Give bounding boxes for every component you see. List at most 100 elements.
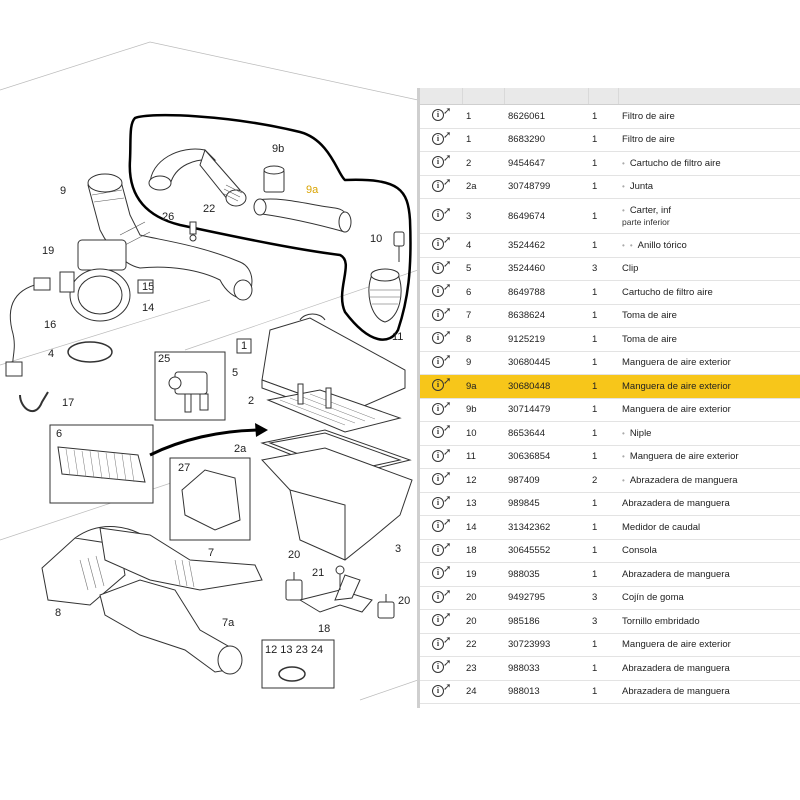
- info-arrow-icon[interactable]: i➚: [432, 611, 452, 628]
- info-arrow-icon[interactable]: i➚: [432, 153, 452, 170]
- info-arrow-icon[interactable]: i➚: [432, 541, 452, 558]
- row-description-text: Niple: [629, 427, 652, 439]
- indent-bullet: •: [629, 240, 633, 250]
- info-arrow-icon[interactable]: i➚: [432, 658, 452, 675]
- info-arrow-icon[interactable]: i➚: [432, 206, 452, 223]
- callout-27: 27: [178, 462, 190, 474]
- info-arrow-icon[interactable]: i➚: [432, 470, 452, 487]
- row-icon-cell: i➚: [420, 515, 462, 540]
- row-description-text: Abrazadera de manguera: [629, 474, 738, 486]
- row-qty: 3: [588, 257, 618, 281]
- row-qty: 1: [588, 562, 618, 587]
- info-arrow-icon[interactable]: i➚: [432, 376, 452, 393]
- info-arrow-icon[interactable]: i➚: [432, 635, 452, 652]
- row-qty: 1: [588, 633, 618, 657]
- callout-11: 11: [392, 331, 403, 343]
- callout-2: 2: [248, 395, 254, 407]
- hose-11: [368, 268, 402, 323]
- indent-bullet: •: [622, 428, 625, 438]
- callout-15: 15: [142, 281, 154, 293]
- callout-1: 1: [241, 340, 247, 352]
- row-ref: 20: [462, 586, 504, 610]
- flow-meter-14: [59, 239, 131, 322]
- info-arrow-icon[interactable]: i➚: [432, 494, 452, 511]
- info-arrow-icon[interactable]: i➚: [432, 423, 452, 440]
- info-arrow-icon[interactable]: i➚: [432, 282, 452, 299]
- info-arrow-icon[interactable]: i➚: [432, 400, 452, 417]
- row-icon-cell: i➚: [420, 257, 462, 281]
- info-arrow-icon[interactable]: i➚: [432, 353, 452, 370]
- callout-26: 26: [162, 211, 174, 223]
- clamp-ring-icon: [278, 666, 306, 682]
- row-description: Consola: [618, 539, 800, 563]
- info-arrow-icon[interactable]: i➚: [432, 177, 452, 194]
- callout-10: 10: [370, 233, 382, 245]
- info-arrow-icon[interactable]: i➚: [432, 517, 452, 534]
- callout-9a: 9a: [306, 184, 319, 196]
- row-part-number: 31342362: [504, 515, 588, 540]
- info-arrow-icon[interactable]: i➚: [432, 106, 452, 123]
- header-part: [504, 88, 589, 105]
- header-ref: [462, 88, 505, 105]
- row-description: Manguera de aire exterior: [618, 398, 800, 422]
- row-part-number: 9125219: [504, 327, 588, 352]
- row-ref: 9a: [462, 374, 504, 399]
- info-arrow-icon[interactable]: i➚: [432, 447, 452, 464]
- row-ref: 13: [462, 492, 504, 516]
- info-arrow-icon[interactable]: i➚: [432, 329, 452, 346]
- row-description: •Manguera de aire exterior: [618, 445, 800, 469]
- row-icon-cell: i➚: [420, 351, 462, 375]
- info-arrow-icon[interactable]: i➚: [432, 235, 452, 252]
- header-icon: [420, 88, 463, 105]
- info-arrow-icon[interactable]: i➚: [432, 259, 452, 276]
- callout-3: 3: [395, 543, 401, 555]
- callout-4: 4: [48, 348, 54, 360]
- info-arrow-icon[interactable]: i➚: [432, 306, 452, 323]
- info-arrow-icon[interactable]: i➚: [432, 588, 452, 605]
- air-intake-7a: [99, 579, 243, 675]
- info-arrow-icon[interactable]: i➚: [432, 564, 452, 581]
- callout-16: 16: [44, 319, 56, 331]
- row-description-text: Tornillo embridado: [622, 615, 700, 627]
- row-part-number: 989845: [504, 492, 588, 516]
- row-description: Abrazadera de manguera: [618, 562, 800, 587]
- row-ref: 3: [462, 198, 504, 234]
- row-part-number: 30636854: [504, 445, 588, 469]
- row-ref: 7: [462, 304, 504, 328]
- callout-6: 6: [56, 428, 62, 440]
- strap-17: [19, 391, 49, 413]
- row-description-text: Anillo tórico: [637, 239, 687, 251]
- info-arrow-icon[interactable]: i➚: [432, 682, 452, 699]
- info-arrow-icon[interactable]: i➚: [432, 130, 452, 147]
- row-part-number: 8649788: [504, 280, 588, 305]
- callout-5: 5: [232, 367, 238, 379]
- row-qty: 1: [588, 445, 618, 469]
- row-ref: 23: [462, 656, 504, 681]
